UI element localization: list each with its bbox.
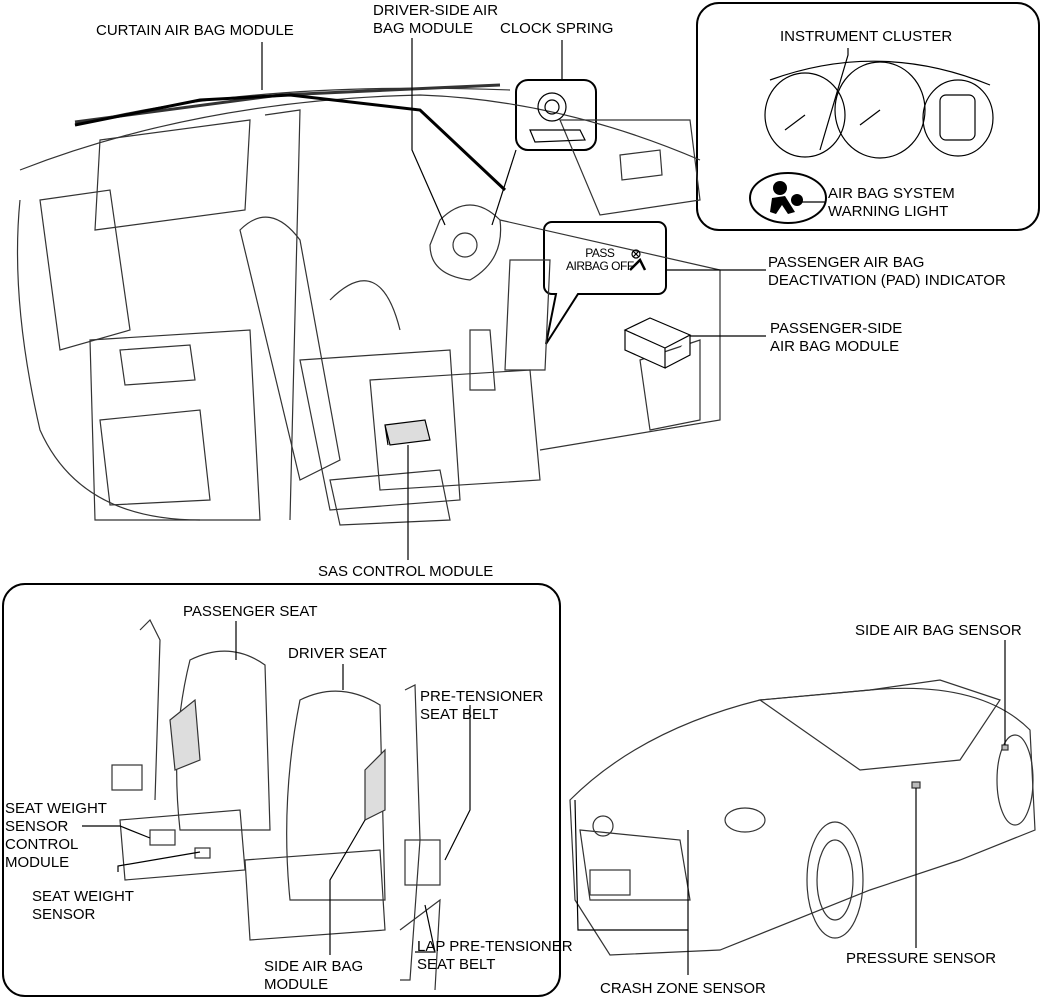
sedan-sketch bbox=[569, 679, 1036, 956]
label-line: PRE-TENSIONER bbox=[420, 688, 544, 705]
label-line: SEAT WEIGHT bbox=[32, 888, 134, 905]
label-crash-zone-sensor: CRASH ZONE SENSOR bbox=[600, 980, 766, 998]
label-line: PASSENGER SEAT bbox=[183, 603, 318, 620]
pad-indicator-icon bbox=[629, 249, 647, 271]
label-line: SENSOR bbox=[32, 906, 96, 923]
seat-detail-sketch bbox=[111, 618, 441, 991]
label-line: SIDE AIR BAG bbox=[264, 958, 364, 975]
label-sas-control-module: SAS CONTROL MODULE bbox=[318, 563, 493, 581]
label-line: PASSENGER-SIDE bbox=[770, 320, 903, 337]
instrument-cluster-panel bbox=[696, 2, 1040, 231]
label-clock-spring: CLOCK SPRING bbox=[500, 20, 613, 38]
label-line: CRASH ZONE SENSOR bbox=[600, 980, 766, 997]
label-line: SEAT BELT bbox=[417, 956, 496, 973]
clock-spring-part bbox=[529, 92, 586, 143]
label-line: CONTROL bbox=[5, 836, 79, 853]
label-line: DRIVER-SIDE AIR bbox=[373, 2, 499, 19]
label-line: AIR BAG SYSTEM bbox=[828, 185, 955, 202]
label-pressure-sensor: PRESSURE SENSOR bbox=[846, 950, 996, 968]
label-line: CLOCK SPRING bbox=[500, 20, 614, 37]
label-line: AIR BAG MODULE bbox=[770, 338, 900, 355]
label-line: MODULE bbox=[264, 976, 329, 993]
leader-lines bbox=[82, 38, 1006, 975]
label-instrument-cluster: INSTRUMENT CLUSTER bbox=[780, 28, 952, 46]
label-line: SENSOR bbox=[5, 818, 69, 835]
label-line: DRIVER SEAT bbox=[288, 645, 387, 662]
pad-text-line: PASS bbox=[585, 246, 615, 260]
warning-light-magnifier bbox=[749, 172, 827, 224]
label-line: PRESSURE SENSOR bbox=[846, 950, 997, 967]
label-driver-seat: DRIVER SEAT bbox=[288, 645, 387, 663]
label-line: MODULE bbox=[5, 854, 70, 871]
label-line: SIDE AIR BAG SENSOR bbox=[855, 622, 1022, 639]
airbag-warning-icon bbox=[770, 181, 803, 214]
label-side-airbag-sensor: SIDE AIR BAG SENSOR bbox=[855, 622, 1022, 640]
label-passenger-seat: PASSENGER SEAT bbox=[183, 603, 317, 621]
seat-detail-panel bbox=[2, 583, 561, 997]
label-line: DEACTIVATION (PAD) INDICATOR bbox=[768, 272, 1006, 289]
sas-control-module bbox=[384, 419, 431, 446]
label-line: INSTRUMENT CLUSTER bbox=[780, 28, 953, 45]
label-line: CURTAIN AIR BAG MODULE bbox=[96, 22, 294, 39]
label-line: LAP PRE-TENSIONER bbox=[417, 938, 573, 955]
passenger-airbag-module-box bbox=[623, 317, 692, 369]
pad-text-line: AIRBAG OFF bbox=[566, 259, 634, 273]
clock-spring-callout bbox=[515, 79, 597, 151]
label-line: WARNING LIGHT bbox=[828, 203, 949, 220]
vehicle-interior-sketch bbox=[16, 83, 721, 526]
label-curtain-airbag-module: CURTAIN AIR BAG MODULE bbox=[96, 22, 294, 40]
label-line: PASSENGER AIR BAG bbox=[768, 254, 925, 271]
instrument-cluster-gauges bbox=[764, 60, 994, 159]
label-line: SAS CONTROL MODULE bbox=[318, 563, 494, 580]
label-line: SEAT WEIGHT bbox=[5, 800, 107, 817]
label-line: BAG MODULE bbox=[373, 20, 474, 37]
label-line: SEAT BELT bbox=[420, 706, 499, 723]
